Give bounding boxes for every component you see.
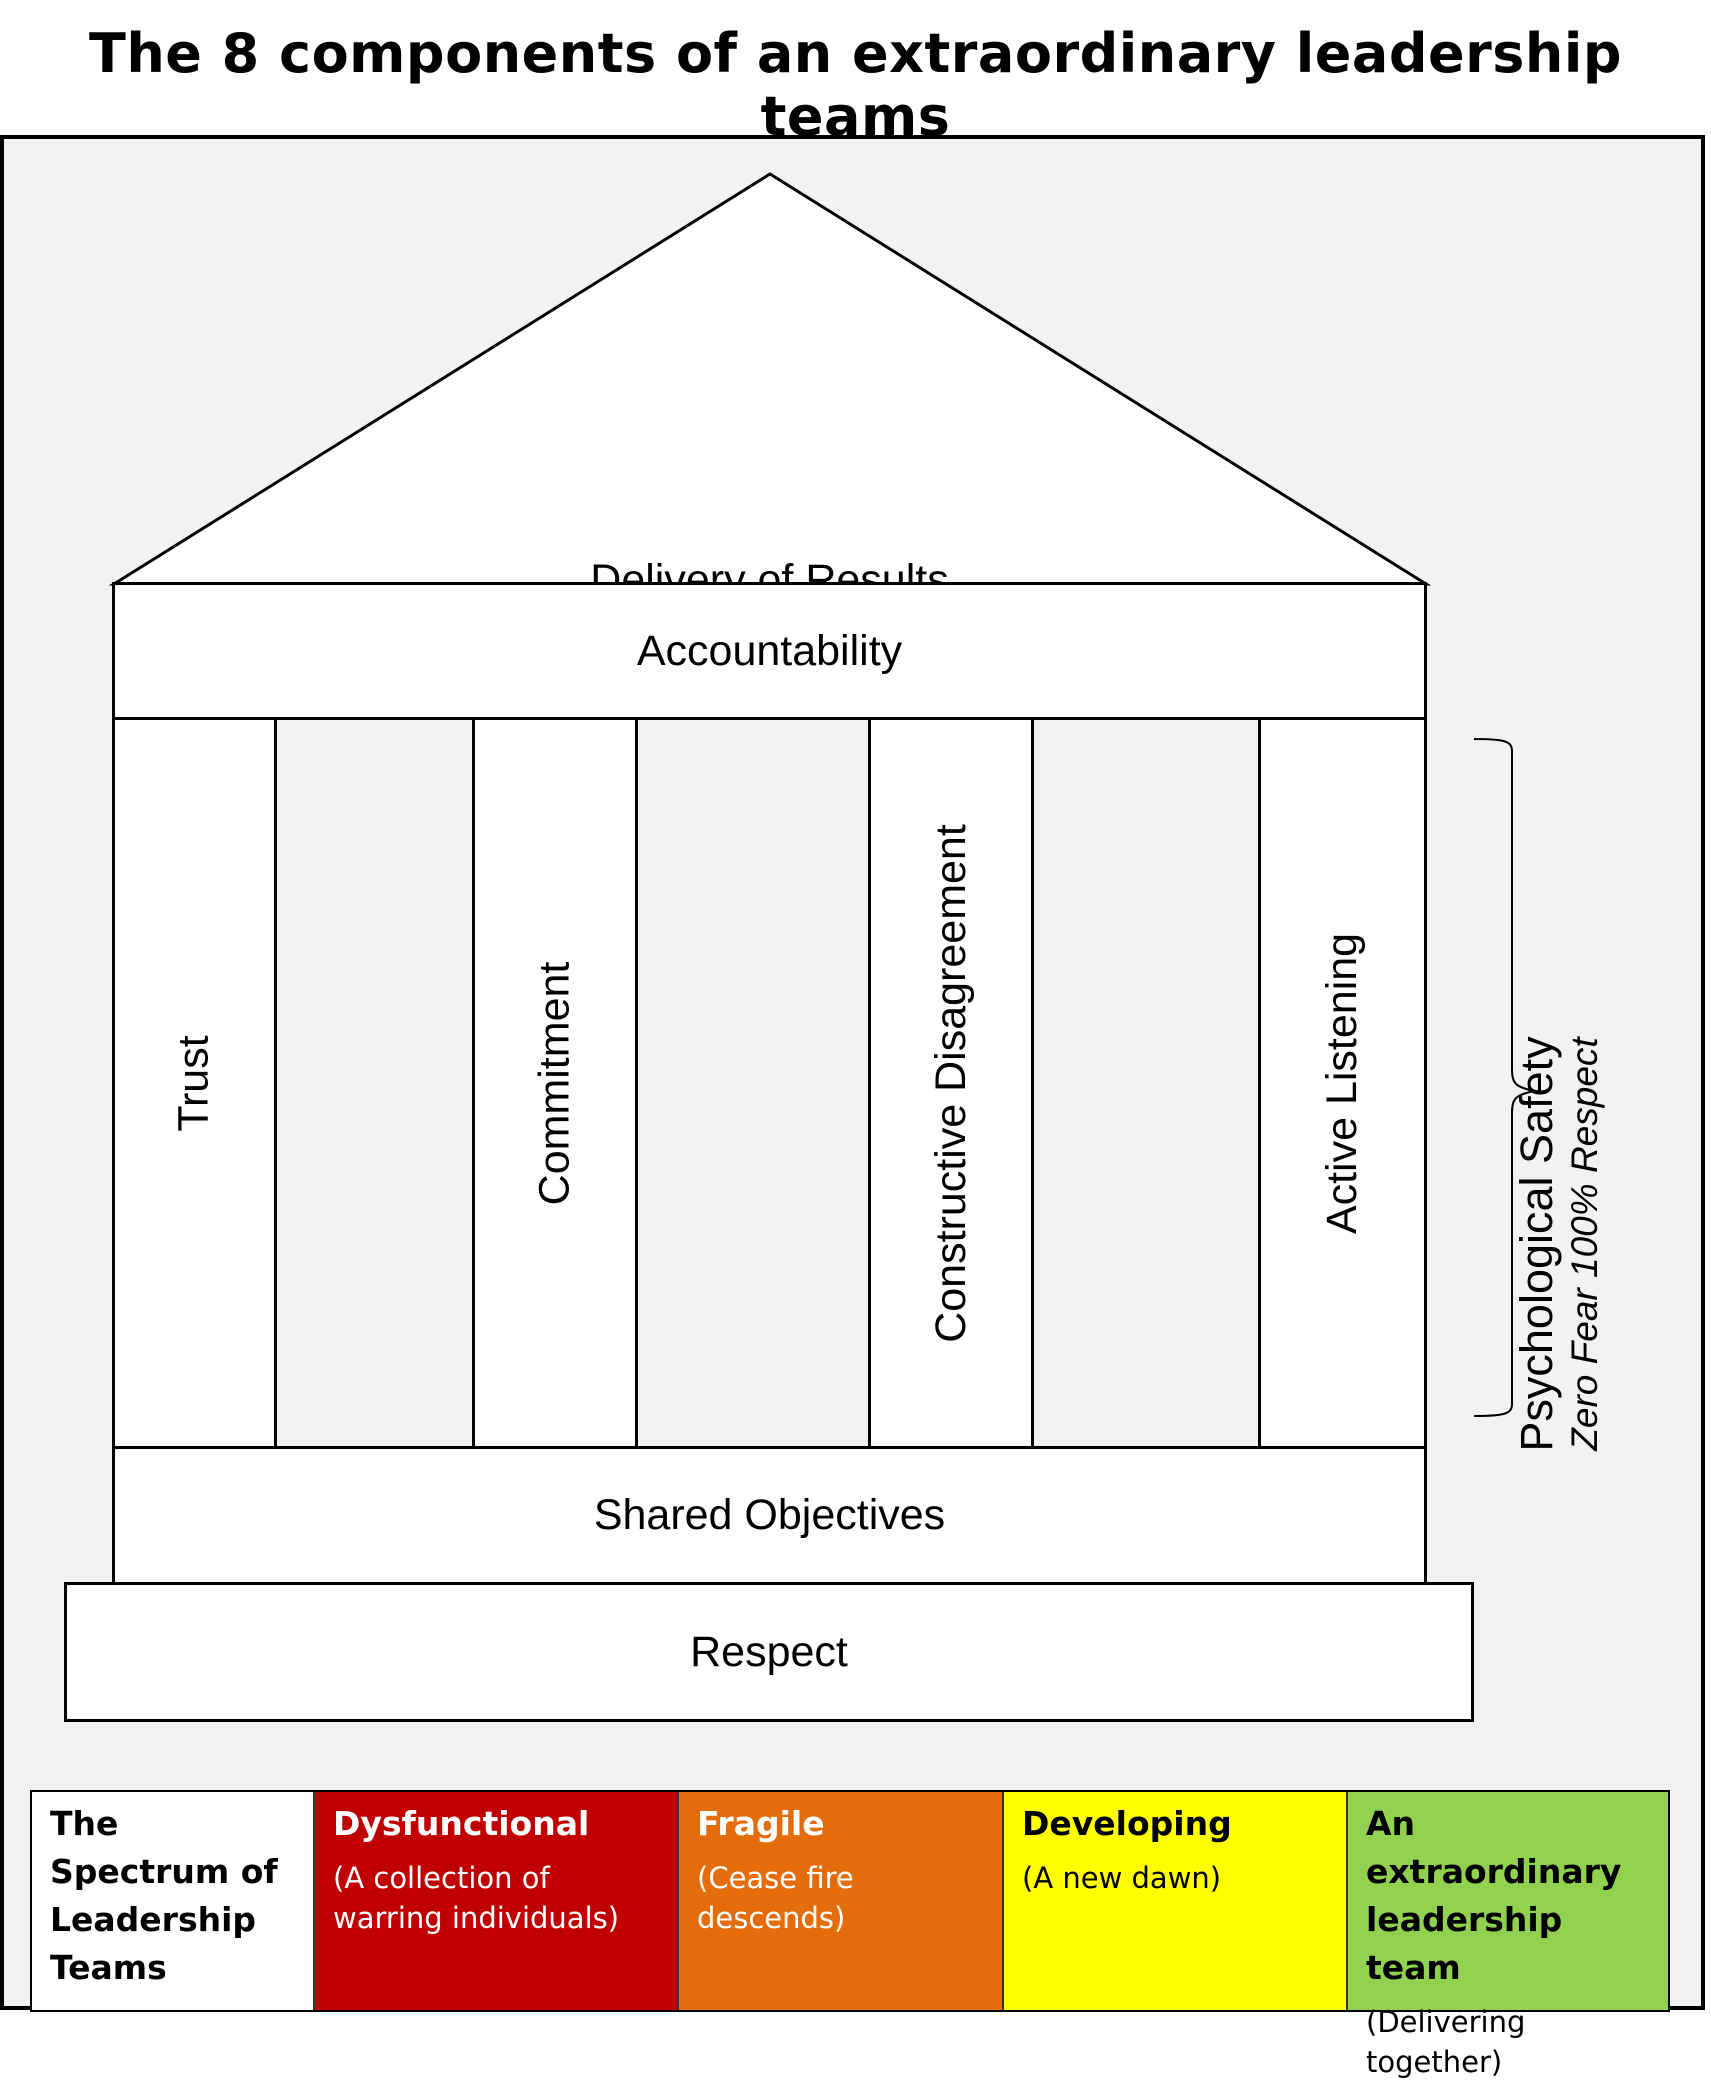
- beam-accountability: Accountability: [112, 582, 1427, 720]
- level-description: (A new dawn): [1022, 1861, 1222, 1895]
- base-respect: Respect: [64, 1582, 1474, 1722]
- floor-shared-objectives: Shared Objectives: [112, 1446, 1427, 1585]
- level-title: Fragile: [697, 1804, 825, 1843]
- pillar-constructive-disagreement: Constructive Disagreement: [868, 717, 1034, 1449]
- pillar-label: Commitment: [530, 961, 579, 1205]
- pillar-label: Trust: [169, 1034, 218, 1132]
- level-title: An extraordinary leadership team: [1366, 1804, 1622, 1987]
- spectrum-heading-cell: The Spectrum of Leadership Teams: [32, 1792, 313, 2010]
- level-title: Dysfunctional: [333, 1804, 590, 1843]
- spectrum-table: The Spectrum of Leadership Teams Dysfunc…: [30, 1790, 1670, 2079]
- psychological-safety-subtitle: Zero Fear 100% Respect: [1564, 1037, 1605, 1451]
- level-title: Developing: [1022, 1804, 1232, 1843]
- level-description: (Delivering together): [1366, 2005, 1526, 2079]
- pillar-label: Active Listening: [1318, 932, 1367, 1234]
- diagram-frame: Delivery of Results Accountability Trust…: [0, 135, 1705, 2010]
- page-title: The 8 components of an extraordinary lea…: [88, 22, 1623, 148]
- brace-icon: [1473, 738, 1535, 1417]
- spectrum-level-developing: Developing (A new dawn): [1002, 1792, 1346, 2010]
- level-description: (Cease fire descends): [697, 1861, 854, 1935]
- spectrum-level-fragile: Fragile (Cease fire descends): [677, 1792, 1002, 2010]
- pillar-commitment: Commitment: [472, 717, 638, 1449]
- pillar-active-listening: Active Listening: [1258, 717, 1427, 1449]
- pillar-trust: Trust: [112, 717, 277, 1449]
- psychological-safety-title: Psychological Safety: [1511, 1036, 1562, 1452]
- pillar-label: Constructive Disagreement: [926, 823, 975, 1343]
- spectrum-level-dysfunctional: Dysfunctional (A collection of warring i…: [313, 1792, 677, 2010]
- level-description: (A collection of warring individuals): [333, 1861, 620, 1935]
- spectrum-heading: The Spectrum of Leadership Teams: [50, 1804, 278, 1987]
- spectrum-level-extraordinary: An extraordinary leadership team (Delive…: [1346, 1792, 1668, 2079]
